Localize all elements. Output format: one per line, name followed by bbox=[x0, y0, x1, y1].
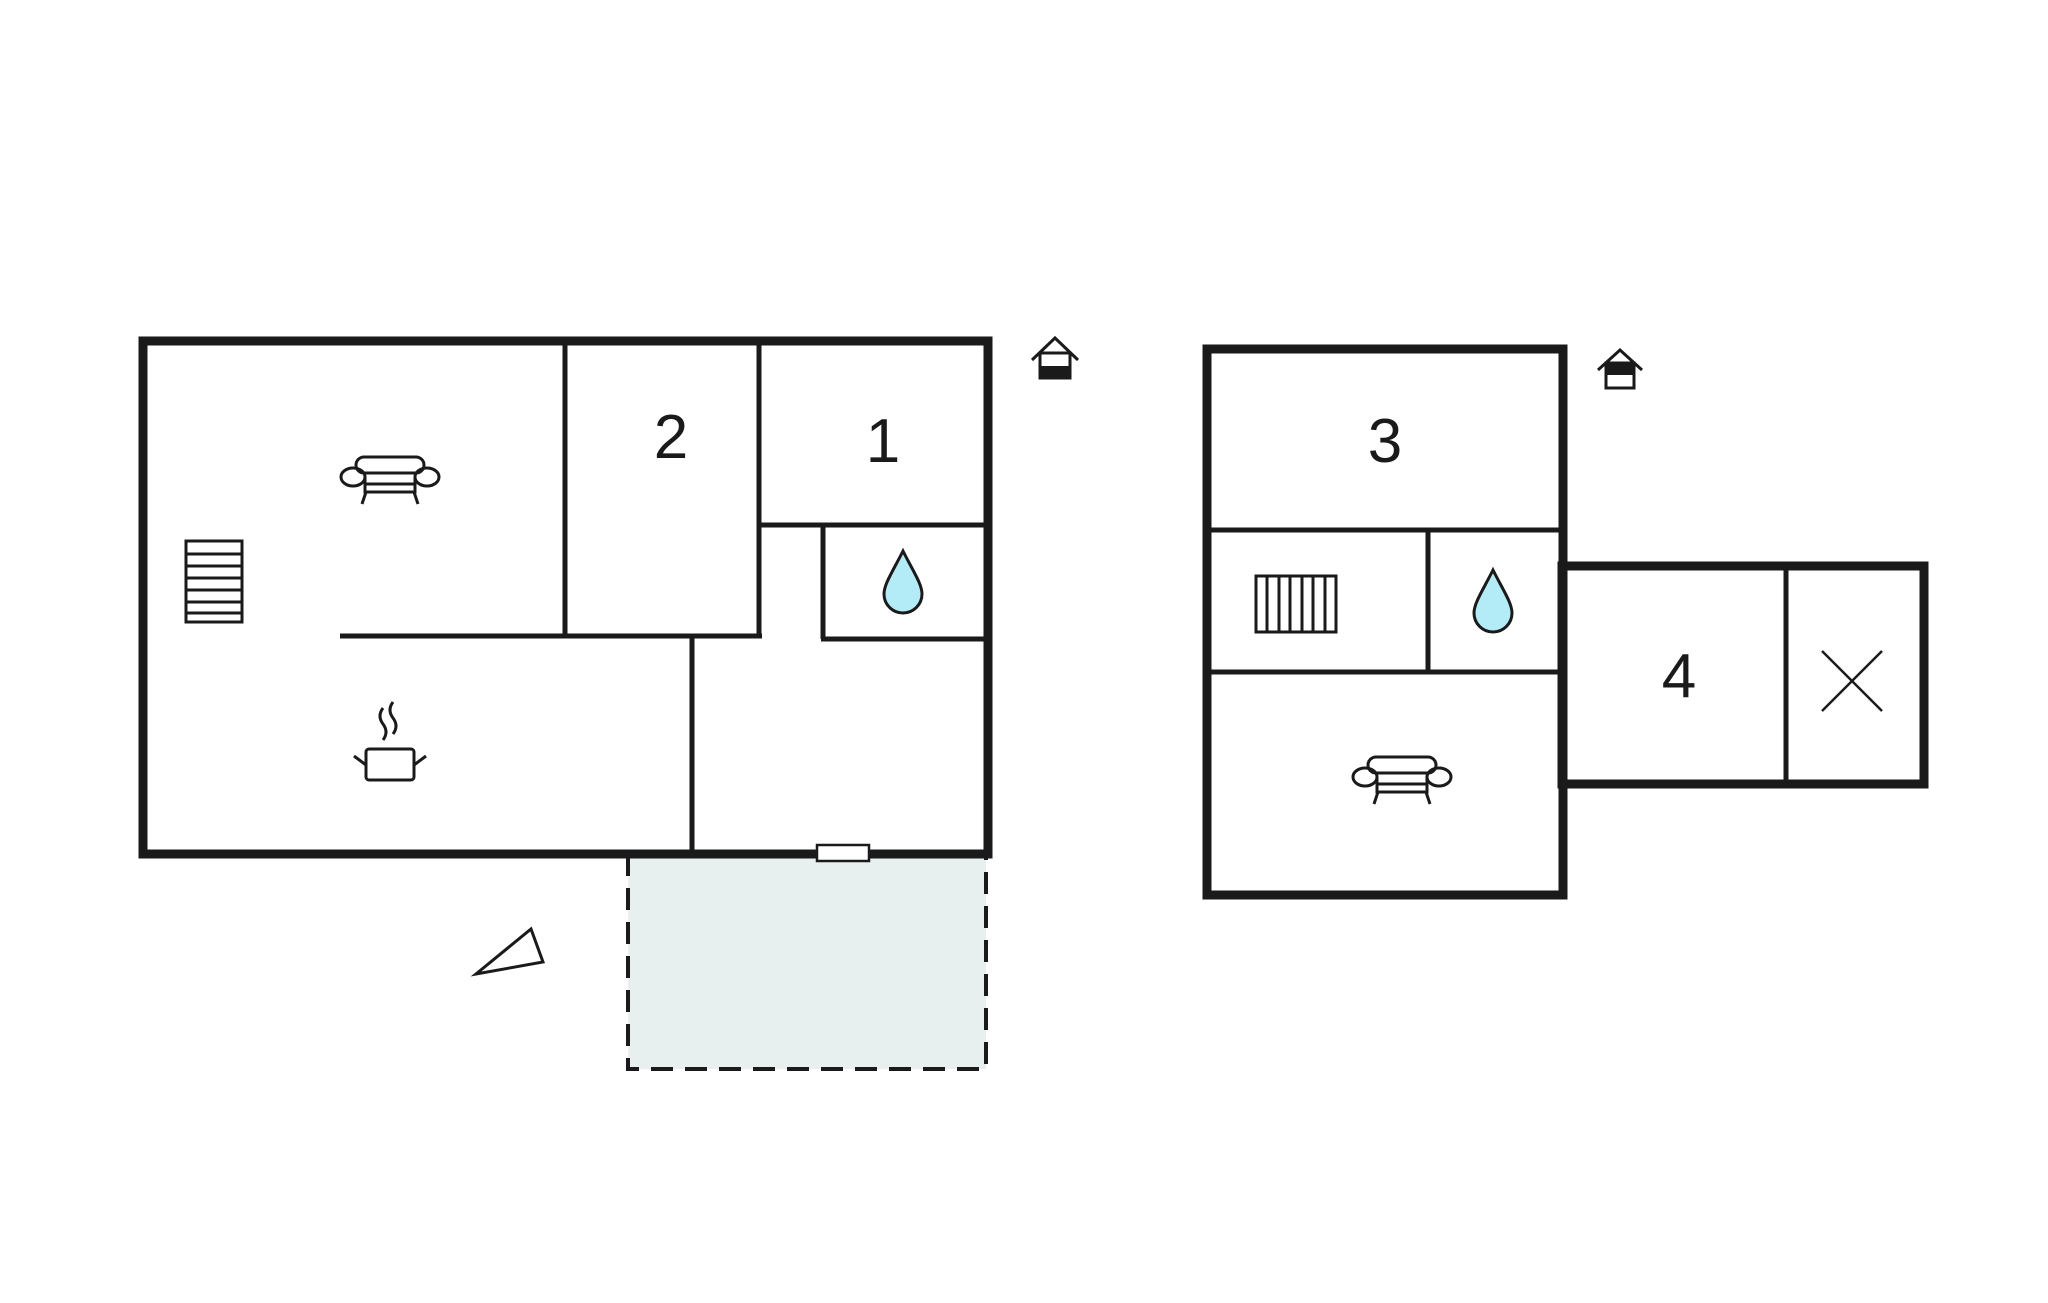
upper-floor: 3 4 bbox=[1202, 344, 1929, 900]
stairs-icon bbox=[184, 539, 244, 624]
room-number-4: 4 bbox=[1662, 642, 1696, 711]
bathroom-water-drop-icon bbox=[882, 547, 924, 615]
ground-floor: 2 1 bbox=[138, 335, 1080, 1071]
living-room-sofa-icon bbox=[339, 455, 441, 505]
room-number-1: 1 bbox=[866, 407, 900, 476]
upper-floor-level-house-icon bbox=[1596, 347, 1644, 390]
room-number-2: 2 bbox=[654, 403, 688, 472]
stairs-icon-upper bbox=[1254, 574, 1338, 634]
north-arrow-icon bbox=[470, 926, 546, 977]
terrace-area bbox=[626, 854, 988, 1071]
upper-annex-outer-wall bbox=[1557, 561, 1929, 789]
upper-bathroom-water-drop-icon bbox=[1472, 566, 1514, 634]
upper-living-sofa-icon bbox=[1351, 755, 1453, 805]
void-cross-icon bbox=[1821, 650, 1883, 712]
floor-level-house-icon bbox=[1030, 335, 1080, 380]
terrace-door bbox=[815, 843, 871, 863]
ground-floor-outer-wall bbox=[138, 336, 993, 859]
kitchen-pot-icon bbox=[353, 701, 427, 782]
room-number-3: 3 bbox=[1368, 407, 1402, 476]
